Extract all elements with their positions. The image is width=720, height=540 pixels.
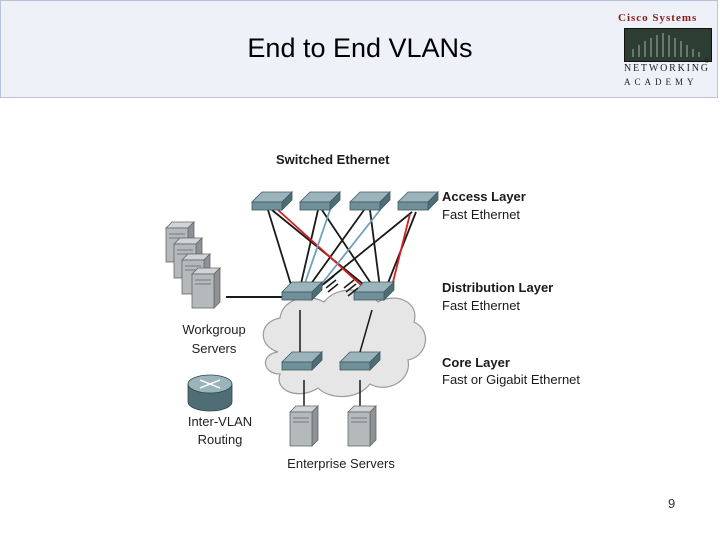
enterprise-server-icon: [347, 405, 377, 447]
core-cloud: [262, 289, 427, 398]
enterprise-server-icon: [289, 405, 319, 447]
router-label-line1: Inter-VLAN: [188, 414, 252, 429]
distribution-switch: [281, 281, 323, 301]
enterprise-servers-label: Enterprise Servers: [287, 456, 395, 471]
logo-bridge-graphic: [624, 28, 712, 62]
logo-networking-text: Networking: [624, 63, 710, 74]
registered-mark: ®: [704, 58, 710, 65]
access-distribution-links: [267, 209, 417, 291]
enterprise-servers-group: [289, 380, 377, 447]
workgroup-servers-group: [165, 221, 284, 309]
access-switch: [251, 191, 293, 211]
core-switches: [281, 309, 381, 371]
distribution-layer-name: Distribution Layer: [442, 280, 553, 295]
logo-academy-text: Academy: [624, 77, 698, 87]
server-icon: [191, 267, 221, 309]
core-layer-speed: Fast or Gigabit Ethernet: [442, 372, 580, 387]
router-label-line2: Routing: [198, 432, 243, 447]
slide-header: [0, 0, 718, 98]
logo-brand: Cisco Systems: [618, 12, 698, 24]
workgroup-servers-label-line1: Workgroup: [182, 322, 245, 337]
cisco-networking-academy-logo: Cisco Systems Networking Academy ®: [618, 12, 712, 96]
access-switch: [349, 191, 391, 211]
access-switch: [397, 191, 439, 211]
distribution-switches: [281, 275, 395, 301]
slide-title: End to End VLANs: [247, 33, 473, 63]
page-number: 9: [668, 496, 676, 511]
router-icon: [187, 374, 233, 412]
core-layer-name: Core Layer: [442, 355, 510, 370]
access-layer-name: Access Layer: [442, 189, 526, 204]
workgroup-servers-label-line2: Servers: [192, 341, 237, 356]
diagram-heading: Switched Ethernet: [276, 152, 390, 167]
access-switch: [299, 191, 341, 211]
bridge-icon: [632, 33, 700, 57]
distribution-layer-speed: Fast Ethernet: [442, 298, 520, 313]
access-layer-speed: Fast Ethernet: [442, 207, 520, 222]
access-switches: [251, 191, 439, 211]
